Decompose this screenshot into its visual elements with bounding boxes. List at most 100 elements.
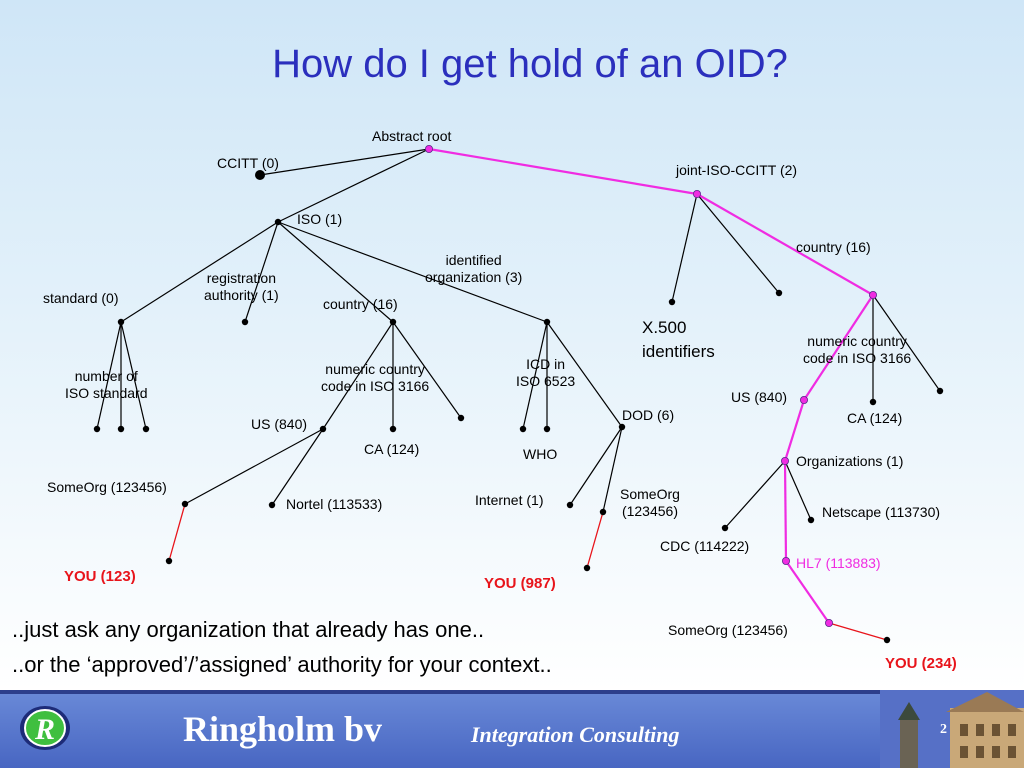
tree-node-us1 <box>319 425 327 433</box>
tree-node-reg <box>241 318 249 326</box>
tree-node-ctry2 <box>869 290 878 299</box>
oid-tree-diagram <box>93 144 944 644</box>
tree-node-ca1 <box>389 425 397 433</box>
highlight-edge-us2-orgs <box>783 399 806 462</box>
tree-node-ident <box>543 318 551 326</box>
tree-edge-joint-j2 <box>696 193 780 294</box>
footer-bar: R Ringholm bv Integration Consulting 2 <box>0 690 1024 768</box>
registration-authority-label: registration authority (1) <box>204 270 279 303</box>
you-987-label: YOU (987) <box>484 575 556 592</box>
tree-node-you1 <box>165 557 173 565</box>
tree-edge-joint-x500 <box>671 193 698 303</box>
slide-title: How do I get hold of an OID? <box>272 42 788 86</box>
who-label: WHO <box>523 446 558 462</box>
note-line-1: ..just ask any organization that already… <box>12 617 485 642</box>
country-iso-label: country (16) <box>323 296 398 312</box>
highlight-edge-hl7-so3 <box>785 560 830 624</box>
tree-edge-dod-so2 <box>602 426 623 513</box>
nortel-label: Nortel (113533) <box>286 496 383 512</box>
ca-iso-label: CA (124) <box>364 441 420 457</box>
company-tagline: Integration Consulting <box>471 722 680 747</box>
tree-edge-ident-dod <box>546 321 623 428</box>
highlight-edge-joint-ctry2 <box>696 193 874 296</box>
netscape-label: Netscape (113730) <box>822 504 941 520</box>
x500-label: X.500 identifiers <box>642 318 715 361</box>
tree-edge-root-iso <box>277 148 430 223</box>
you-edge-so1-you1 <box>168 503 186 562</box>
identified-organization-label: identified organization (3) <box>425 252 523 285</box>
number-of-iso-standard-label: number of ISO standard <box>65 368 148 401</box>
ringholm-logo-icon: R <box>20 706 70 750</box>
note-line-2: ..or the ‘approved’/’assigned’ authority… <box>12 652 552 677</box>
tree-node-you2 <box>583 564 591 572</box>
tree-node-c2x <box>936 387 944 395</box>
highlight-edge-orgs-hl7 <box>783 460 788 562</box>
tree-edge-root-ccitt <box>259 148 430 176</box>
standard-label: standard (0) <box>43 290 119 306</box>
tree-node-cdc <box>721 524 729 532</box>
tree-node-iso <box>274 218 282 226</box>
tree-edge-us1-nortel <box>271 428 324 506</box>
city-building-image <box>880 690 1024 768</box>
tree-node-who <box>543 425 551 433</box>
us-iso-label: US (840) <box>251 416 308 432</box>
tree-node-std1 <box>93 425 101 433</box>
tree-edge-std-std3 <box>120 321 147 430</box>
tree-node-j2 <box>775 289 783 297</box>
tree-edge-ident-icd1 <box>522 321 548 430</box>
someorg-us-label: SomeOrg (123456) <box>47 479 167 495</box>
you-123-label: YOU (123) <box>64 568 136 585</box>
tree-node-icd1 <box>519 425 527 433</box>
someorg-hl7-label: SomeOrg (123456) <box>668 622 788 638</box>
icd-label: ICD in ISO 6523 <box>516 356 576 389</box>
tree-node-joint <box>693 189 702 198</box>
tree-edge-ctry-us1 <box>322 321 394 430</box>
hl7-label: HL7 (113883) <box>796 555 881 571</box>
tree-node-ca2 <box>869 398 877 406</box>
us-joint-label: US (840) <box>731 389 788 405</box>
tree-node-us2 <box>800 395 809 404</box>
highlight-edge-ctry2-us2 <box>803 294 874 401</box>
you-234-label: YOU (234) <box>885 655 957 672</box>
company-name: Ringholm bv <box>183 709 383 749</box>
tree-node-inet <box>566 501 574 509</box>
tree-node-std2 <box>117 425 125 433</box>
tree-edge-iso-ctry <box>277 221 394 323</box>
tree-node-ccitt <box>255 170 265 180</box>
iso-label: ISO (1) <box>297 211 343 227</box>
tree-edge-ctry2-c2x <box>872 294 941 392</box>
ca-joint-label: CA (124) <box>847 410 903 426</box>
numeric-country-code-iso-label: numeric country code in ISO 3166 <box>321 361 430 394</box>
tree-node-hl7 <box>782 557 791 566</box>
tree-edge-orgs-nets <box>784 460 812 521</box>
tree-edge-std-std1 <box>96 321 122 430</box>
tree-node-nortel <box>268 501 276 509</box>
abstract-root-label: Abstract root <box>372 128 452 144</box>
tree-edge-iso-reg <box>244 221 279 323</box>
tree-node-std <box>117 318 125 326</box>
someorg-dod-label: SomeOrg (123456) <box>620 486 680 519</box>
joint-iso-ccitt-label: joint-ISO-CCITT (2) <box>676 162 798 178</box>
country-joint-label: country (16) <box>796 239 871 255</box>
you-edge-so2-you2 <box>586 511 604 569</box>
tree-node-x500 <box>668 298 676 306</box>
logo-letter: R <box>34 713 55 746</box>
tree-edge-orgs-cdc <box>724 460 786 529</box>
tree-node-root <box>424 144 433 153</box>
tree-node-so2 <box>599 508 607 516</box>
numeric-country-code-joint-label: numeric country code in ISO 3166 <box>803 333 912 366</box>
tree-node-c1x <box>457 414 465 422</box>
tree-node-you3 <box>883 636 891 644</box>
page-number: 2 <box>940 722 947 737</box>
tree-edge-iso-std <box>120 221 279 323</box>
tree-node-so1 <box>181 500 189 508</box>
highlight-edge-root-joint <box>428 147 698 196</box>
tree-edge-iso-ident <box>277 221 548 323</box>
footer-divider <box>0 690 1024 694</box>
ccitt-label: CCITT (0) <box>217 155 279 171</box>
slide: How do I get hold of an OID? Abstract ro… <box>0 0 1024 690</box>
cdc-label: CDC (114222) <box>660 538 750 554</box>
tree-node-nets <box>807 516 815 524</box>
tree-edge-dod-inet <box>569 426 623 506</box>
you-edge-so3-you3 <box>828 622 888 641</box>
